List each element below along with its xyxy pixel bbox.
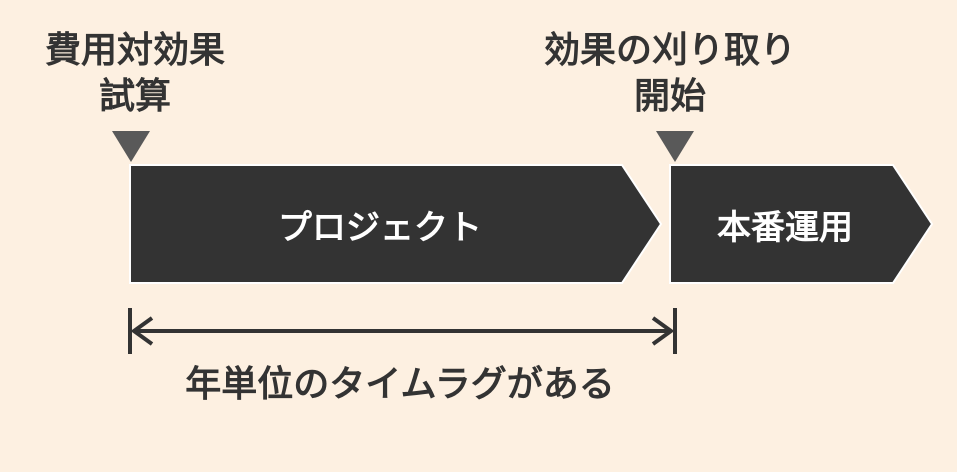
cost-effect-marker — [112, 131, 150, 162]
project-arrow — [129, 164, 663, 284]
harvest-label-line2: 開始 — [633, 76, 706, 117]
timelag-dimension-arrow — [128, 308, 677, 354]
timelag-label: 年単位のタイムラグがある — [185, 364, 615, 405]
harvest-marker — [656, 131, 694, 162]
operation-label: 本番運用 — [717, 208, 853, 248]
cost-effect-label: 費用対効果 試算 — [20, 28, 250, 120]
project-label: プロジェクト — [278, 208, 482, 248]
operation-arrow — [669, 164, 934, 284]
cost-effect-label-line1: 費用対効果 — [44, 30, 225, 71]
harvest-label-line1: 効果の刈り取り — [543, 30, 796, 71]
cost-effect-label-line2: 試算 — [98, 76, 171, 117]
harvest-label: 効果の刈り取り 開始 — [510, 28, 830, 120]
